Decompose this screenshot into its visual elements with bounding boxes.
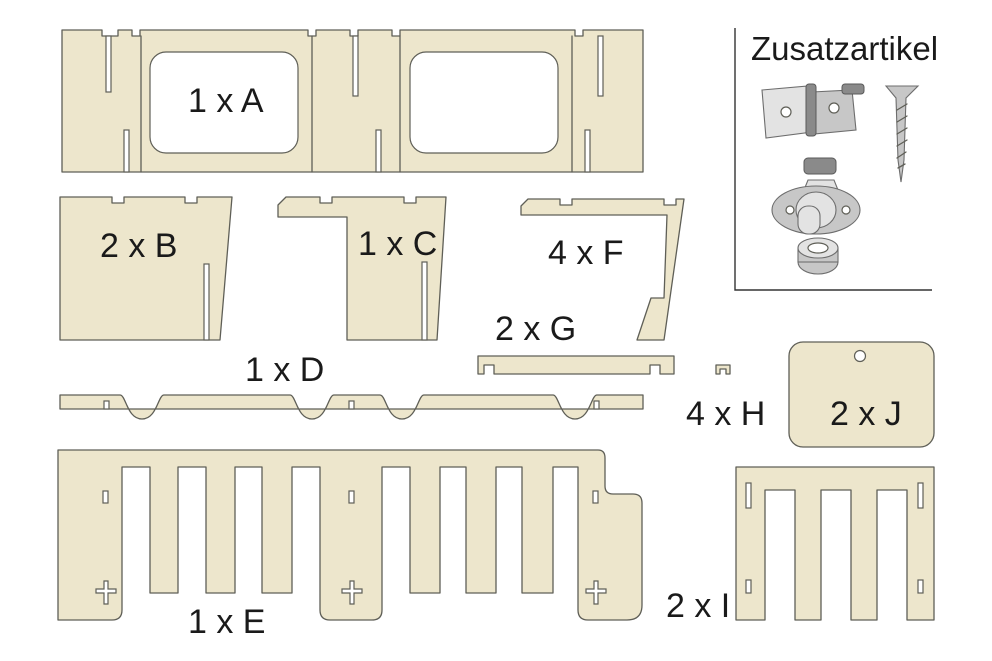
label-f: 4 x F: [548, 234, 624, 272]
label-d: 1 x D: [245, 351, 324, 389]
screw-icon: [884, 85, 920, 183]
part-j: [788, 341, 935, 448]
label-e: 1 x E: [188, 603, 265, 641]
label-h: 4 x H: [686, 395, 765, 433]
label-c: 1 x C: [358, 225, 437, 263]
label-i: 2 x I: [666, 587, 730, 625]
label-g: 2 x G: [495, 310, 576, 348]
label-j: 2 x J: [830, 395, 902, 433]
hinge-icon: [761, 83, 865, 139]
part-d: [59, 394, 644, 420]
bushing-icon: [797, 237, 839, 275]
part-i: [735, 466, 935, 621]
part-a: [61, 29, 644, 173]
part-b: [59, 196, 233, 341]
accessories-title: Zusatzartikel: [751, 30, 938, 67]
part-c: [277, 196, 447, 341]
magnetic-catch-icon: [771, 157, 861, 235]
part-h: [715, 364, 731, 375]
part-g: [477, 355, 675, 375]
part-f: [520, 198, 685, 341]
accessories-panel: Zusatzartikel: [734, 28, 938, 291]
label-a: 1 x A: [188, 82, 264, 120]
part-e: [57, 449, 643, 621]
label-b: 2 x B: [100, 227, 177, 265]
